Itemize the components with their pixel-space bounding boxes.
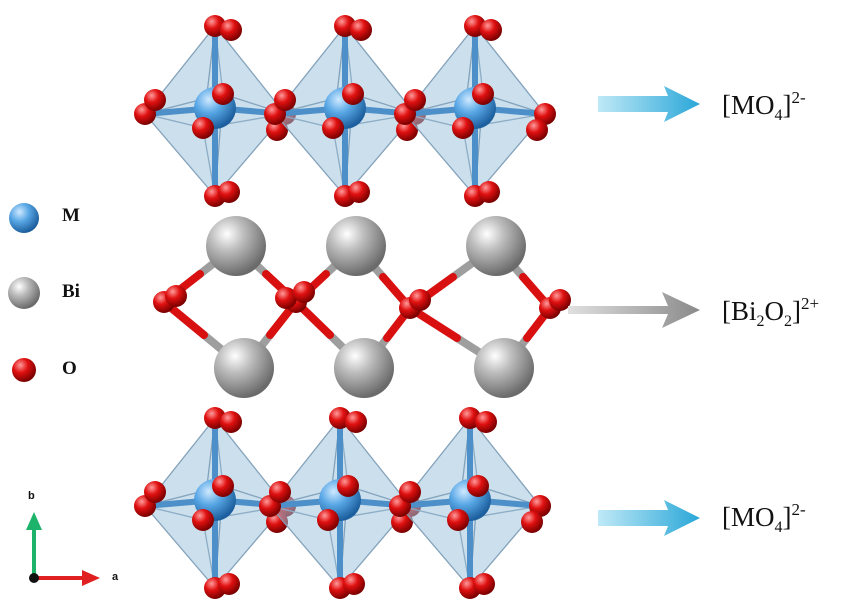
o-atom xyxy=(473,573,495,595)
o-atom xyxy=(549,289,571,311)
axis-label-b: b xyxy=(28,490,35,502)
top-layer-arrow xyxy=(598,86,700,122)
b-axis-arrowhead xyxy=(26,512,42,530)
mo4-layer-bottom xyxy=(134,407,551,599)
o-atom xyxy=(478,181,500,203)
o-atom xyxy=(452,117,474,139)
o-atom xyxy=(220,19,242,41)
o-atom xyxy=(475,411,497,433)
o-atom xyxy=(526,119,548,141)
bi-atom xyxy=(334,338,394,398)
o-atom xyxy=(275,287,297,309)
o-atom xyxy=(348,181,370,203)
legend-m-sphere xyxy=(9,203,39,233)
o-atom xyxy=(274,89,296,111)
mo4-layer-top xyxy=(134,15,556,207)
middle-layer-formula: [Bi2O2]2+ xyxy=(722,294,820,330)
o-atom xyxy=(342,83,364,105)
o-atom xyxy=(269,481,291,503)
o-atom xyxy=(404,89,426,111)
o-atom xyxy=(337,475,359,497)
o-atom xyxy=(165,285,187,307)
axis-indicator xyxy=(26,512,100,586)
o-atom xyxy=(322,117,344,139)
bi2o2-layer xyxy=(153,216,571,398)
o-atom xyxy=(192,117,214,139)
legend-label-m: M xyxy=(62,205,80,226)
legend-o-sphere xyxy=(12,358,36,382)
o-atom xyxy=(212,475,234,497)
o-atom xyxy=(350,19,372,41)
legend-bi-sphere xyxy=(8,277,40,309)
o-atom xyxy=(345,411,367,433)
o-atom xyxy=(144,481,166,503)
o-atom xyxy=(266,119,288,141)
o-atom xyxy=(218,573,240,595)
o-atom xyxy=(447,509,469,531)
o-atom xyxy=(317,509,339,531)
o-atom xyxy=(480,19,502,41)
bi-atom xyxy=(214,338,274,398)
bi-atom xyxy=(326,216,386,276)
o-atom xyxy=(144,89,166,111)
o-atom xyxy=(409,289,431,311)
o-atom xyxy=(293,281,315,303)
legend-label-bi: Bi xyxy=(62,281,80,302)
o-atom xyxy=(218,181,240,203)
o-atom xyxy=(343,573,365,595)
middle-layer-arrow xyxy=(568,292,700,328)
o-atom xyxy=(396,119,418,141)
bi-atom xyxy=(474,338,534,398)
o-atom xyxy=(391,511,413,533)
o-atom xyxy=(220,411,242,433)
bi-atom xyxy=(206,216,266,276)
axis-origin xyxy=(29,573,39,583)
o-atom xyxy=(472,83,494,105)
bi-atom xyxy=(466,216,526,276)
o-atom xyxy=(521,511,543,533)
o-atom xyxy=(399,481,421,503)
o-atom xyxy=(212,83,234,105)
axis-label-a: a xyxy=(112,571,119,583)
a-axis-arrowhead xyxy=(82,570,100,586)
top-octahedron xyxy=(394,15,556,207)
o-atom xyxy=(467,475,489,497)
bottom-layer-arrow xyxy=(598,500,700,536)
o-atom xyxy=(192,509,214,531)
top-octahedron xyxy=(134,15,296,207)
bottom-octahedron xyxy=(389,407,551,599)
legend-label-o: O xyxy=(62,358,77,379)
bottom-layer-formula: [MO4]2- xyxy=(722,500,806,536)
top-layer-formula: [MO4]2- xyxy=(722,88,806,124)
